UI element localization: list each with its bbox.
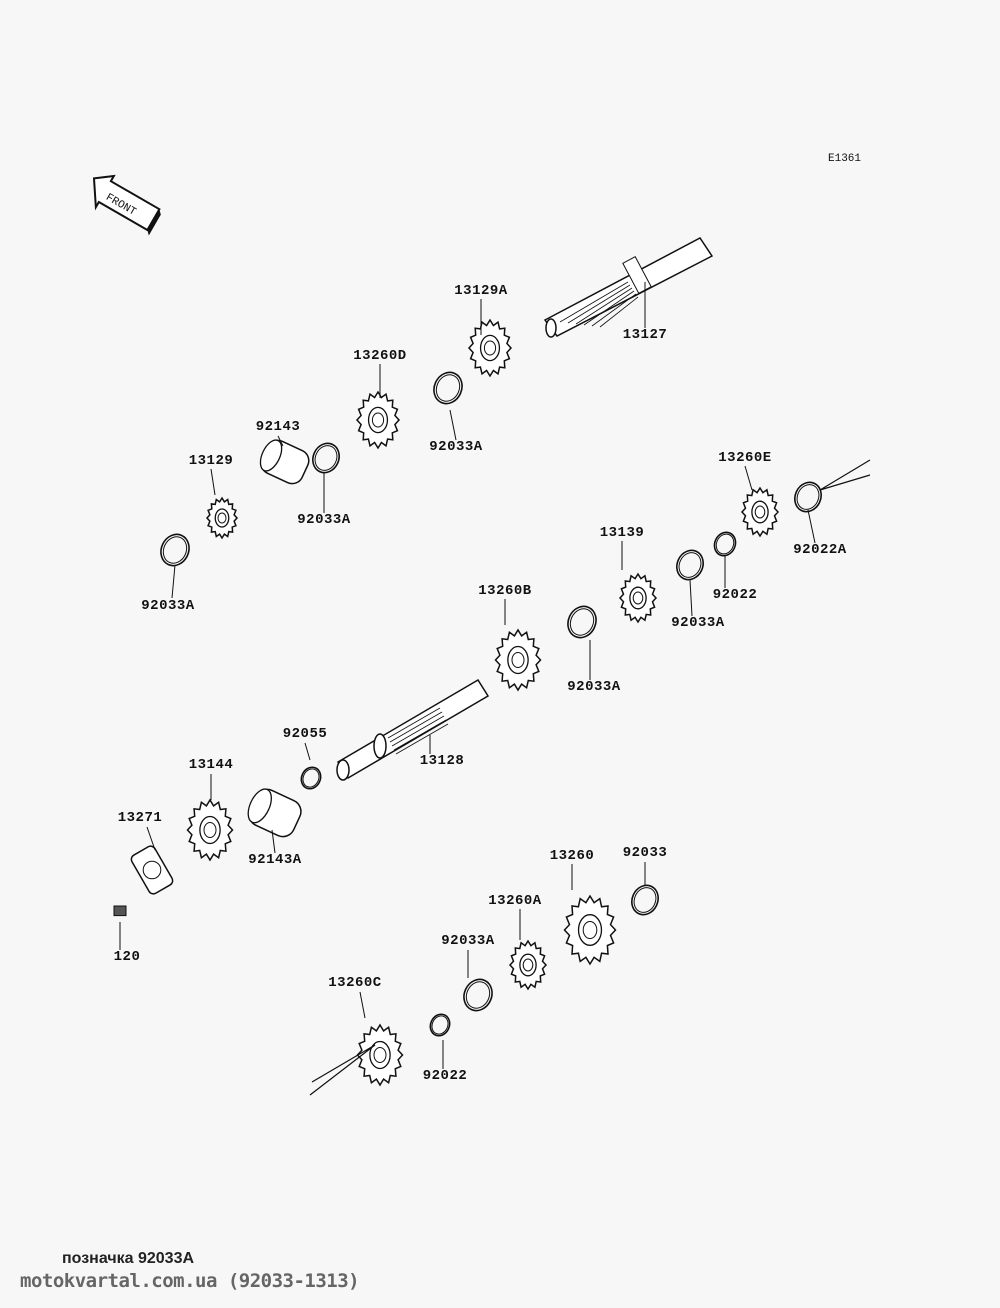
- part-number-label[interactable]: 120: [114, 949, 141, 965]
- part-number-label[interactable]: 92033A: [429, 439, 483, 455]
- part-number-label[interactable]: 13271: [118, 810, 163, 826]
- parts-diagram: E1361 FRONT 13129A 13127 13260D 92143 92033A…: [92, 153, 871, 1096]
- gear-icon: [740, 486, 780, 538]
- part-number-label[interactable]: 92022: [423, 1068, 468, 1084]
- circlip-icon: [300, 766, 322, 790]
- part-number-label[interactable]: 13260C: [328, 975, 382, 991]
- bushing-icon: [259, 439, 310, 485]
- part-number-label[interactable]: 13144: [189, 757, 234, 773]
- circlip-icon: [631, 884, 659, 916]
- circlip-icon: [312, 442, 340, 474]
- circlip-icon: [463, 978, 493, 1012]
- gear-icon: [494, 628, 542, 692]
- part-number-label[interactable]: 13139: [600, 525, 645, 541]
- part-number-label[interactable]: 13260B: [478, 583, 532, 599]
- gear-icon: [618, 572, 658, 624]
- bushing-icon: [247, 788, 302, 838]
- circlip-icon: [160, 533, 190, 567]
- leader-line: [210, 468, 216, 496]
- gear-icon: [508, 939, 548, 991]
- gear-icon: [205, 496, 239, 540]
- part-number-label[interactable]: 13260A: [488, 893, 542, 909]
- circlip-icon: [567, 605, 597, 639]
- circlip-icon: [429, 1013, 451, 1037]
- part-number-label[interactable]: 13260D: [353, 348, 406, 364]
- site-watermark: motokvartal.com.ua (92033-1313): [20, 1270, 360, 1292]
- diagram-code: E1361: [828, 153, 861, 165]
- part-number-label[interactable]: 92033A: [671, 615, 725, 631]
- leader-line: [359, 991, 366, 1019]
- leader-line: [304, 742, 311, 761]
- leader-line: [271, 829, 276, 854]
- part-number-label[interactable]: 13127: [623, 327, 668, 343]
- part-number-label[interactable]: 92033A: [297, 512, 351, 528]
- circlip-icon: [433, 371, 463, 405]
- washer-icon: [794, 481, 822, 513]
- gear-icon: [467, 318, 513, 378]
- part-number-label[interactable]: 92055: [283, 726, 328, 742]
- part-number-label[interactable]: 92143: [256, 419, 301, 435]
- gear-icon: [563, 894, 617, 966]
- part-number-label[interactable]: 92143A: [248, 852, 302, 868]
- part-number-label[interactable]: 92022A: [793, 542, 847, 558]
- circlip-icon: [713, 531, 737, 557]
- part-number-label[interactable]: 92033: [623, 845, 668, 861]
- output-shaft-icon: [543, 237, 714, 338]
- bolt-icon: [113, 905, 127, 917]
- direction-arrow-icon: [309, 1044, 376, 1096]
- part-number-label[interactable]: 92033A: [441, 933, 495, 949]
- part-number-label[interactable]: 92033A: [141, 598, 195, 614]
- input-shaft-icon: [336, 678, 490, 781]
- gear-icon: [355, 390, 401, 450]
- part-number-label[interactable]: 92022: [713, 587, 758, 603]
- part-number-label[interactable]: 92033A: [567, 679, 621, 695]
- leader-line: [146, 826, 156, 851]
- plate-icon: [130, 845, 174, 895]
- leader-line: [744, 465, 753, 491]
- front-arrow-icon: FRONT: [92, 174, 161, 236]
- part-number-label[interactable]: 13129: [189, 453, 234, 469]
- leader-line: [807, 509, 816, 544]
- leader-line: [449, 409, 457, 441]
- caption: позначка 92033A: [62, 1250, 195, 1267]
- leader-line: [277, 435, 284, 447]
- part-number-label[interactable]: 13128: [420, 753, 465, 769]
- gear-icon: [186, 798, 234, 862]
- leader-line: [689, 579, 693, 617]
- leader-line: [171, 564, 176, 599]
- part-number-label[interactable]: 13260E: [718, 450, 771, 466]
- direction-arrow-icon: [819, 459, 871, 491]
- part-number-label[interactable]: 13260: [550, 848, 595, 864]
- circlip-icon: [676, 549, 704, 581]
- part-number-label[interactable]: 13129A: [454, 283, 508, 299]
- gear-icon: [356, 1023, 404, 1087]
